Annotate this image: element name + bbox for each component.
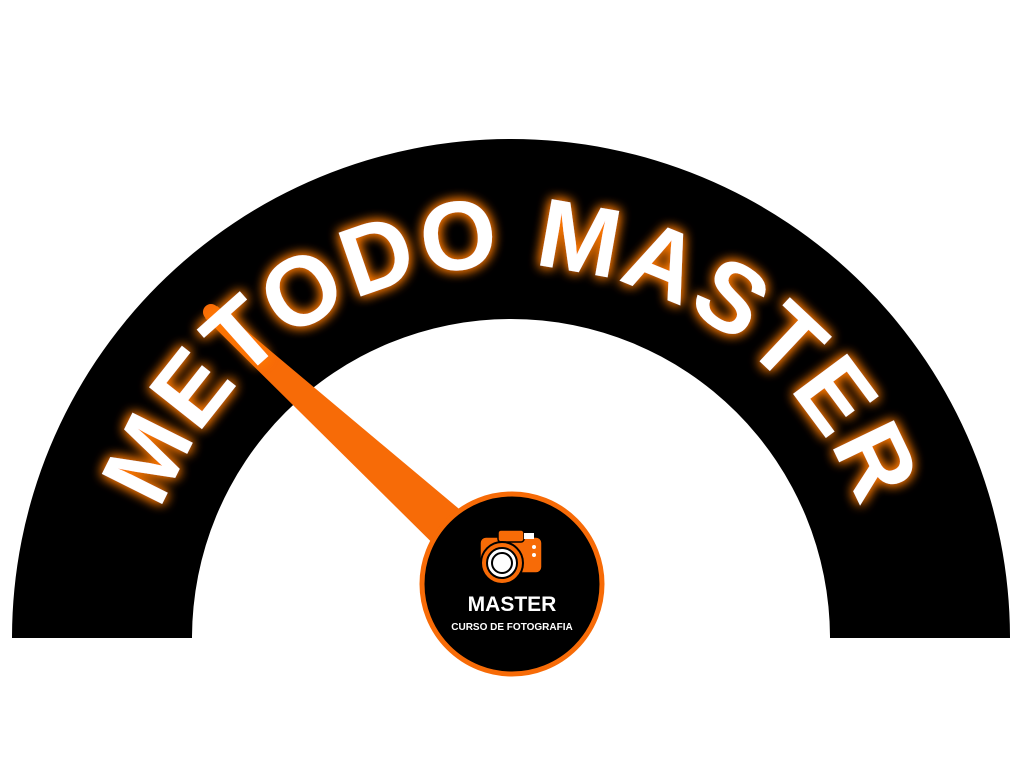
badge-brand: MASTER [468,593,557,616]
badge-circle [419,491,605,677]
gauge-arc [12,139,1010,638]
camera-icon [479,529,543,585]
badge-subtitle: CURSO DE FOTOGRAFIA [451,622,572,633]
